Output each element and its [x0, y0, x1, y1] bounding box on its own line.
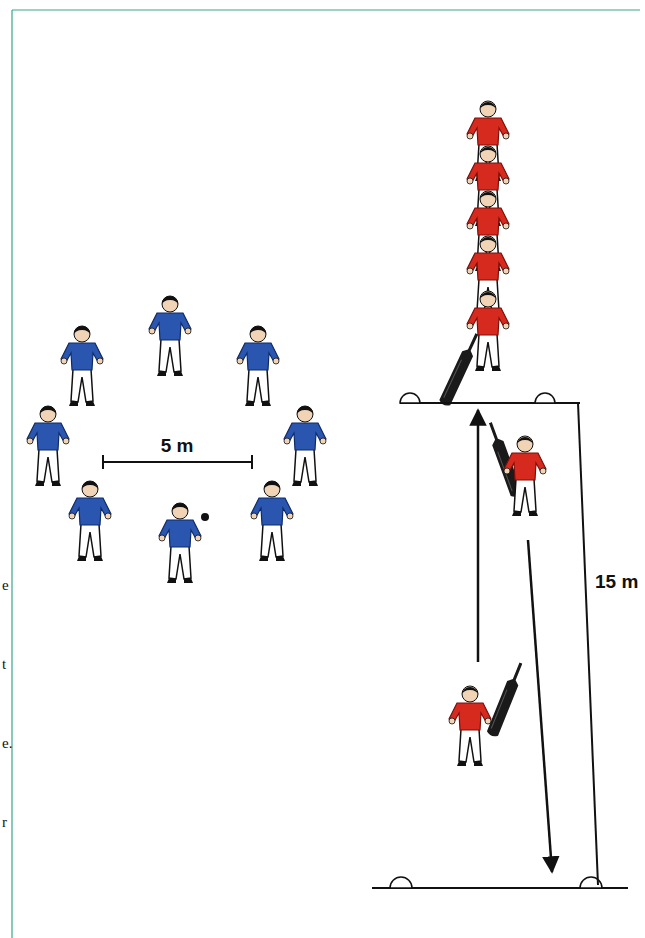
cone	[390, 877, 602, 888]
red-player	[467, 291, 509, 371]
run-arrow	[477, 410, 480, 662]
ball	[201, 513, 209, 521]
blue-player	[159, 503, 201, 583]
dimension-line	[103, 455, 252, 469]
text-fragment: e	[2, 577, 9, 594]
dimension-label: 15 m	[593, 572, 640, 593]
blue-player	[149, 296, 191, 376]
cricket-bat	[438, 331, 482, 407]
frame-line	[12, 9, 640, 10]
text-fragment: e.	[2, 735, 12, 752]
frame-line	[11, 10, 12, 938]
dimension-line	[578, 403, 598, 885]
run-arrow	[528, 540, 552, 872]
blue-player	[61, 326, 103, 406]
blue-player	[251, 481, 293, 561]
red-player	[504, 436, 546, 516]
text-fragment: r	[2, 814, 7, 831]
blue-player	[237, 326, 279, 406]
dimension-label: 5 m	[159, 436, 196, 457]
cone	[400, 393, 555, 403]
red-player	[449, 686, 491, 766]
blue-player	[69, 481, 111, 561]
blue-player	[284, 406, 326, 486]
text-fragment: t	[2, 656, 6, 673]
blue-player	[27, 406, 69, 486]
cricket-bat	[486, 661, 527, 738]
